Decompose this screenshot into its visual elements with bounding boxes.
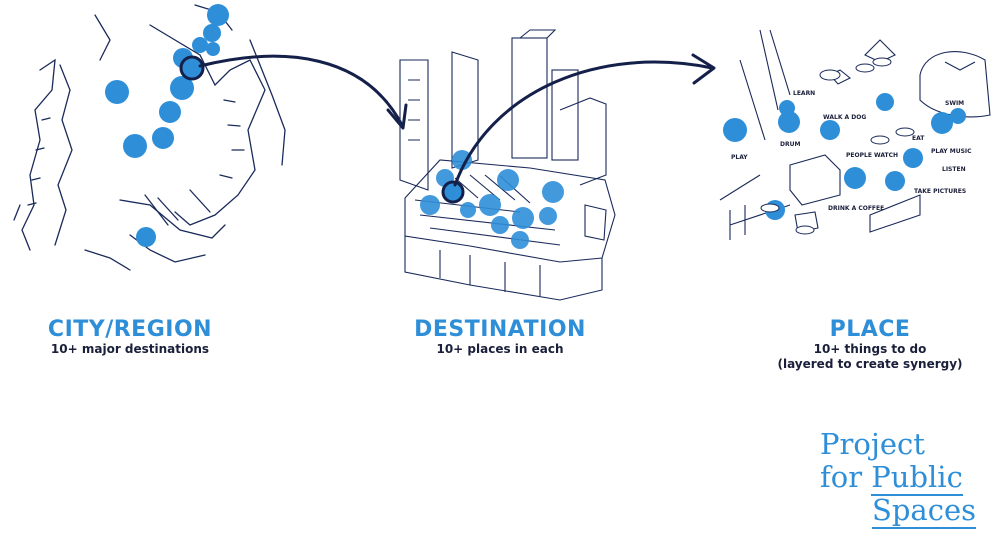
label-listen: LISTEN (942, 166, 966, 173)
panel-title-city-region: CITY/REGION (47, 317, 213, 342)
panel-title-place: PLACE (829, 317, 911, 342)
destination-building-sketch (399, 29, 616, 301)
panel-subtitle-place-line2: (layered to create synergy) (777, 357, 963, 371)
label-drum: DRUM (780, 141, 800, 148)
label-play-music: PLAY MUSIC (931, 148, 972, 155)
logo-word-spaces: Spaces (872, 493, 977, 529)
panel-subtitle-destination: 10+ places in each (436, 342, 564, 356)
label-drink-a-coffee: DRINK A COFFEE (828, 205, 884, 212)
arrow-destination-to-place (453, 60, 714, 187)
arrow-city-to-destination (198, 54, 404, 127)
panel-subtitle-place-line1: 10+ things to do (813, 342, 927, 356)
destination-selected-place (441, 180, 465, 204)
label-swim: SWIM (945, 100, 964, 107)
arrowhead-1 (386, 103, 408, 130)
arrowhead-2 (691, 53, 716, 85)
label-eat: EAT (912, 135, 925, 142)
logo-word-public: Public (871, 460, 963, 496)
city-map-sketch (13, 4, 286, 271)
logo-word-for: for (820, 460, 872, 494)
panel-subtitle-city-region: 10+ major destinations (50, 342, 210, 356)
logo-line-project: Project (820, 427, 925, 461)
label-take-pictures: TAKE PICTURES (914, 188, 966, 195)
project-for-public-spaces-logo: Project for Public Spaces (820, 427, 977, 529)
place-umbrellas (760, 57, 915, 235)
place-plaza-sketch (719, 29, 991, 240)
logo-line-spaces: Spaces (820, 493, 977, 529)
city-destination-markers (105, 4, 229, 247)
place-activity-labels: LEARN WALK A DOG SWIM EAT PLAY DRUM PEOP… (731, 90, 972, 212)
place-activity-markers (723, 93, 966, 220)
label-learn: LEARN (793, 90, 815, 97)
label-walk-a-dog: WALK A DOG (823, 114, 866, 121)
destination-place-markers (420, 150, 564, 249)
logo-line-for-public: for Public (820, 460, 976, 496)
panel-title-destination: DESTINATION (414, 317, 586, 342)
label-play: PLAY (731, 154, 748, 161)
city-selected-destination (179, 55, 205, 81)
label-people-watch: PEOPLE WATCH (846, 152, 898, 159)
